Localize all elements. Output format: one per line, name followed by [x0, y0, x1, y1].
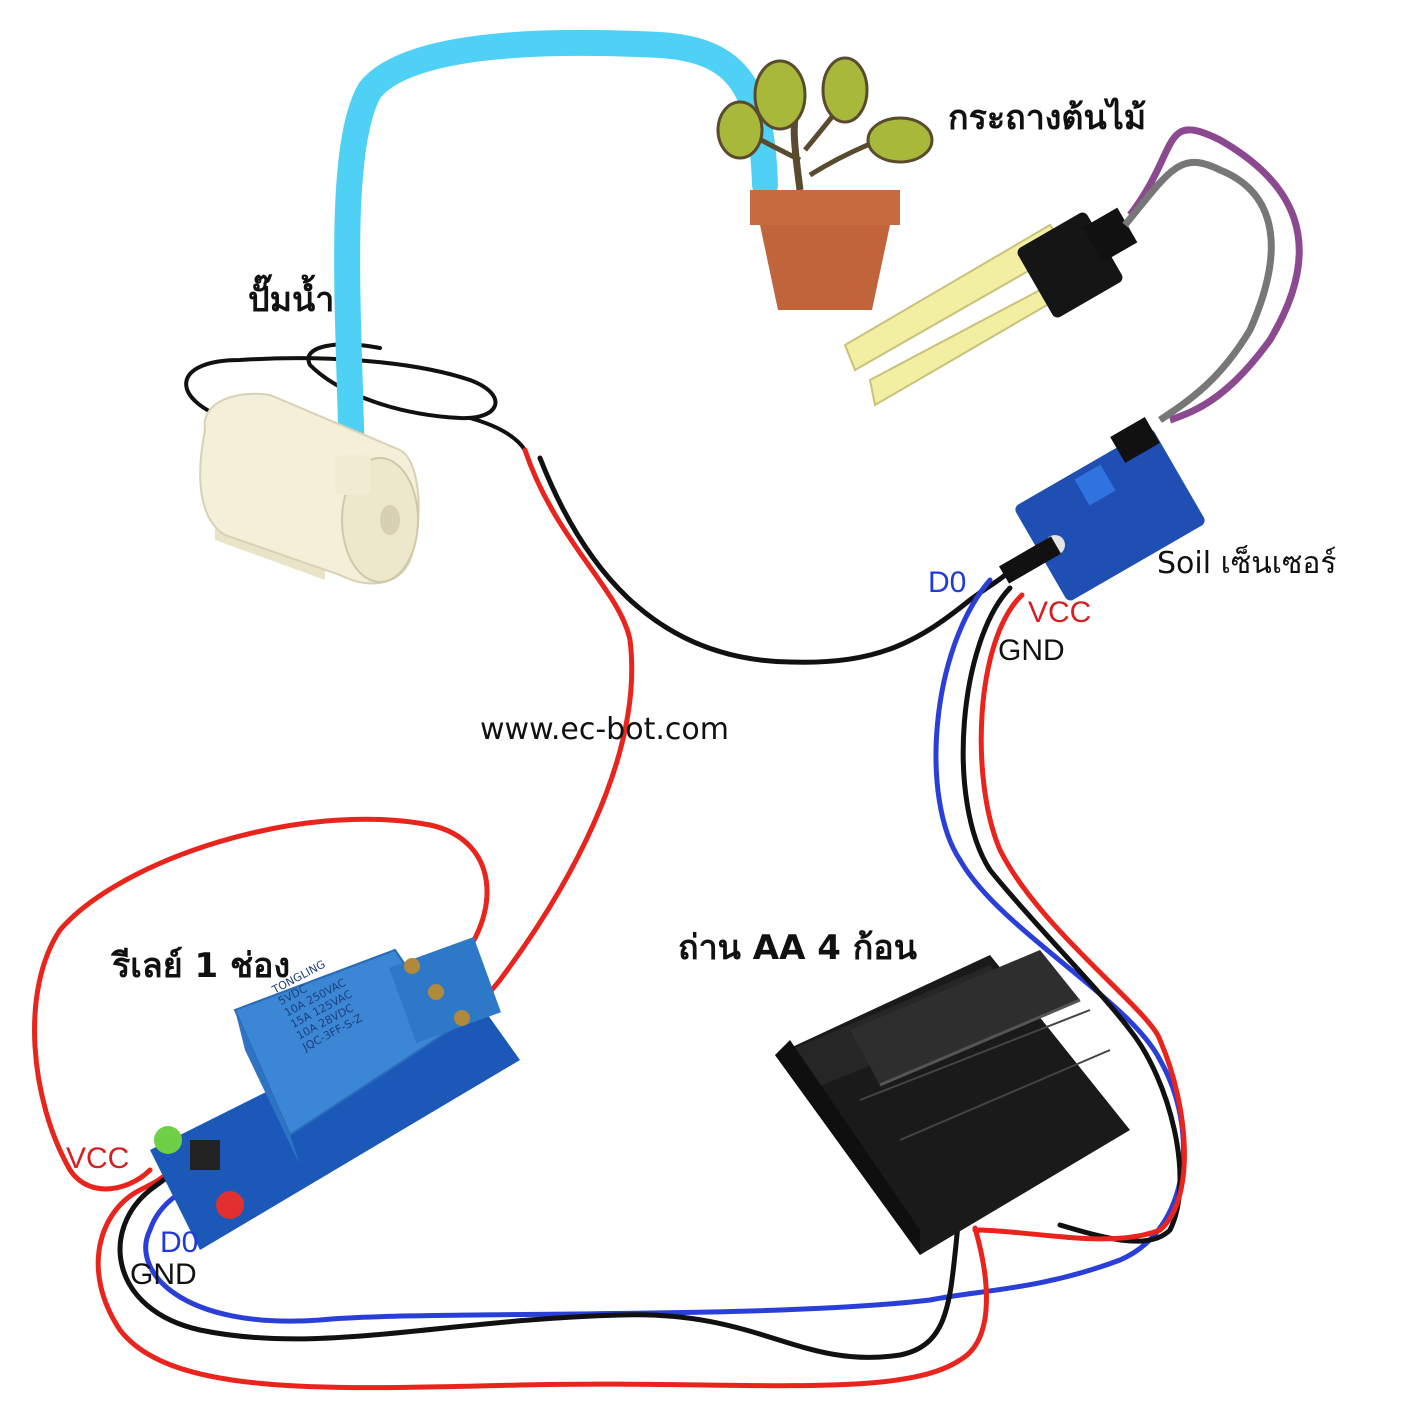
wire-battery-red — [95, 1172, 989, 1391]
pump-cable-coil — [184, 342, 498, 422]
pump-cable-lead — [468, 416, 527, 452]
pot-label: กระถางต้นไม้ — [948, 98, 1147, 138]
soil-sensor-module — [999, 417, 1205, 601]
relay-d0-label: D0 — [160, 1226, 199, 1259]
wire-sensor-red — [972, 592, 1187, 1242]
wire-pump-black — [537, 455, 1008, 665]
wire-battery-black — [117, 1157, 961, 1360]
wire-relay-loop-red — [32, 816, 490, 1192]
wire-pump-red — [460, 447, 635, 1023]
battery-holder — [775, 950, 1130, 1255]
water-pump — [199, 392, 420, 585]
plant-pot — [716, 56, 934, 310]
sensor-d0-label: D0 — [928, 566, 967, 599]
sensor-vcc-label: VCC — [1028, 596, 1092, 629]
website-label: www.ec-bot.com — [480, 712, 729, 747]
relay-module — [150, 937, 520, 1250]
wires — [32, 342, 1187, 1391]
relay-vcc-label: VCC — [66, 1142, 130, 1175]
soil-sensor-label: Soil เซ็นเซอร์ — [1157, 546, 1337, 581]
soil-probe — [843, 126, 1303, 424]
relay-label: รีเลย์ 1 ช่อง — [112, 946, 291, 986]
water-tube — [334, 29, 778, 483]
battery-label: ถ่าน AA 4 ก้อน — [678, 928, 917, 968]
wire-sensor-blue — [143, 577, 1186, 1324]
relay-gnd-label: GND — [130, 1258, 197, 1291]
sensor-gnd-label: GND — [998, 634, 1065, 667]
pump-label: ปั๊มน้ำ — [248, 280, 335, 320]
wire-sensor-black — [960, 585, 1183, 1244]
